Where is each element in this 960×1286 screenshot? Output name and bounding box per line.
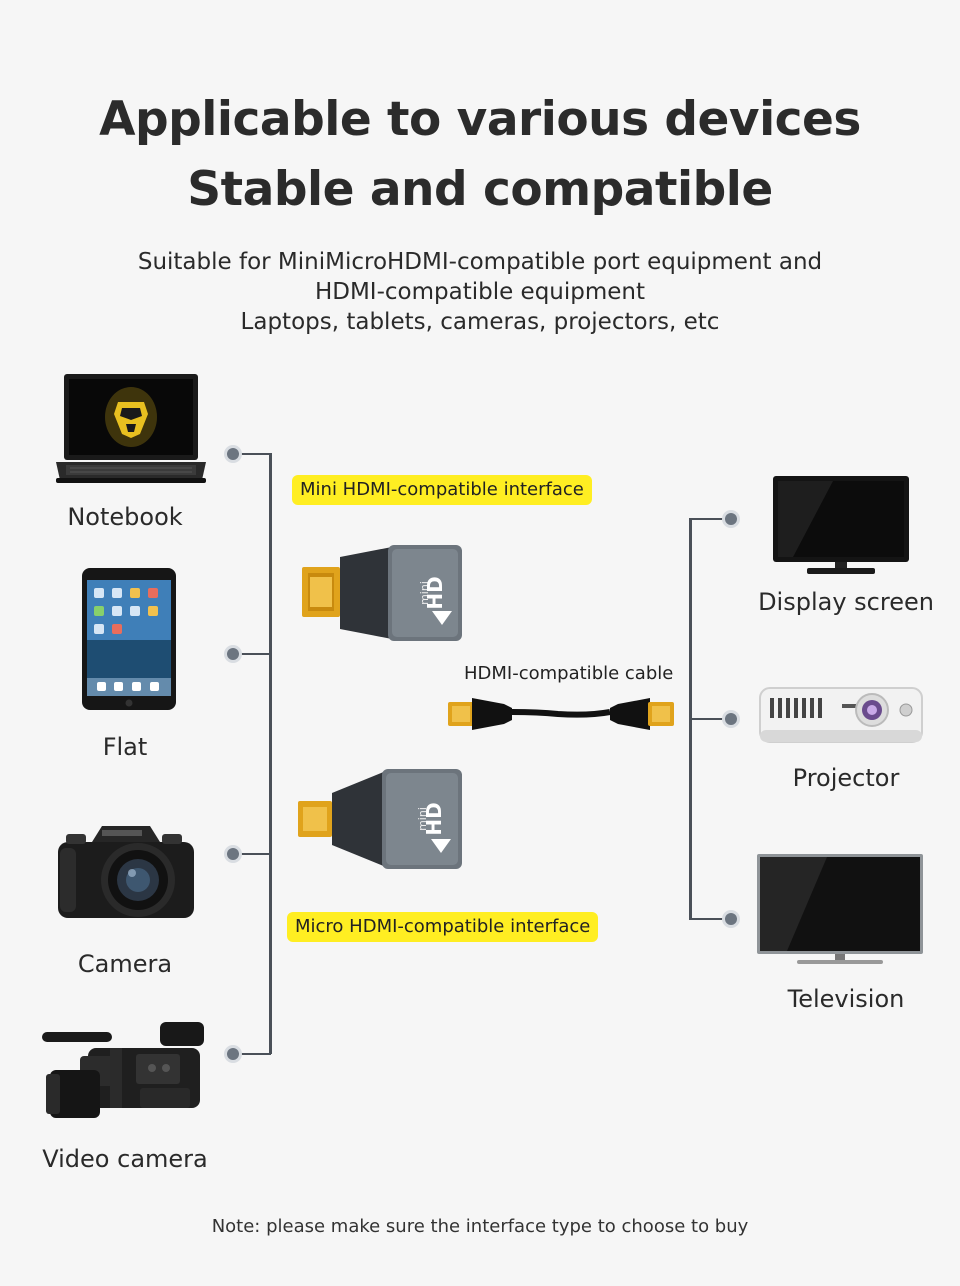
micro-hdmi-adapter-icon: mini HD	[298, 769, 462, 869]
connector-dot	[725, 513, 737, 525]
connector-dot	[227, 1048, 239, 1060]
television-icon	[757, 854, 923, 964]
title-line-2: Stable and compatible	[187, 162, 773, 217]
hdmi-cable-icon	[448, 698, 674, 730]
projector-icon	[759, 687, 923, 743]
micro-interface-badge: Micro HDMI-compatible interface	[287, 912, 599, 942]
left-connector-4	[233, 1053, 271, 1055]
mini-interface-badge: Mini HDMI-compatible interface	[292, 475, 592, 505]
device-label-display-screen: Display screen	[758, 588, 934, 616]
left-connector-1	[233, 453, 271, 455]
title-line-1: Applicable to various devices	[99, 92, 861, 147]
connector-dot	[227, 848, 239, 860]
left-connector-2	[233, 653, 271, 655]
device-label-camera: Camera	[77, 950, 173, 978]
right-connector-1	[689, 518, 731, 520]
adapter-hd-text: HD	[422, 802, 446, 835]
adapter-hd-text: HD	[423, 576, 447, 609]
device-label-television: Television	[787, 985, 905, 1013]
right-connector-2	[689, 718, 731, 720]
connector-dot	[725, 913, 737, 925]
device-label-notebook: Notebook	[67, 503, 183, 531]
description-line-1: Suitable for MiniMicroHDMI-compatible po…	[137, 249, 823, 275]
description-line-2: HDMI-compatible equipment	[314, 279, 646, 305]
monitor-icon	[773, 476, 909, 574]
connector-dot	[227, 648, 239, 660]
tablet-icon	[82, 568, 176, 710]
right-connector-3	[689, 918, 731, 920]
description-line-3: Laptops, tablets, cameras, projectors, e…	[240, 309, 720, 335]
video-camera-icon	[42, 1022, 204, 1118]
connector-dot	[227, 448, 239, 460]
connector-dot	[725, 713, 737, 725]
left-connector-3	[233, 853, 271, 855]
cable-label: HDMI-compatible cable	[464, 663, 674, 684]
camera-icon	[58, 826, 194, 918]
left-connector-vertical	[269, 453, 272, 1054]
footer-note: Note: please make sure the interface typ…	[211, 1216, 749, 1237]
laptop-icon	[56, 374, 206, 483]
device-label-flat: Flat	[102, 733, 148, 761]
adapter-mini-text: mini	[418, 581, 431, 605]
device-label-video-camera: Video camera	[42, 1145, 208, 1173]
adapter-mini-text: mini	[416, 807, 429, 831]
device-label-projector: Projector	[792, 764, 900, 792]
mini-hdmi-adapter-icon: mini HD	[302, 545, 462, 641]
